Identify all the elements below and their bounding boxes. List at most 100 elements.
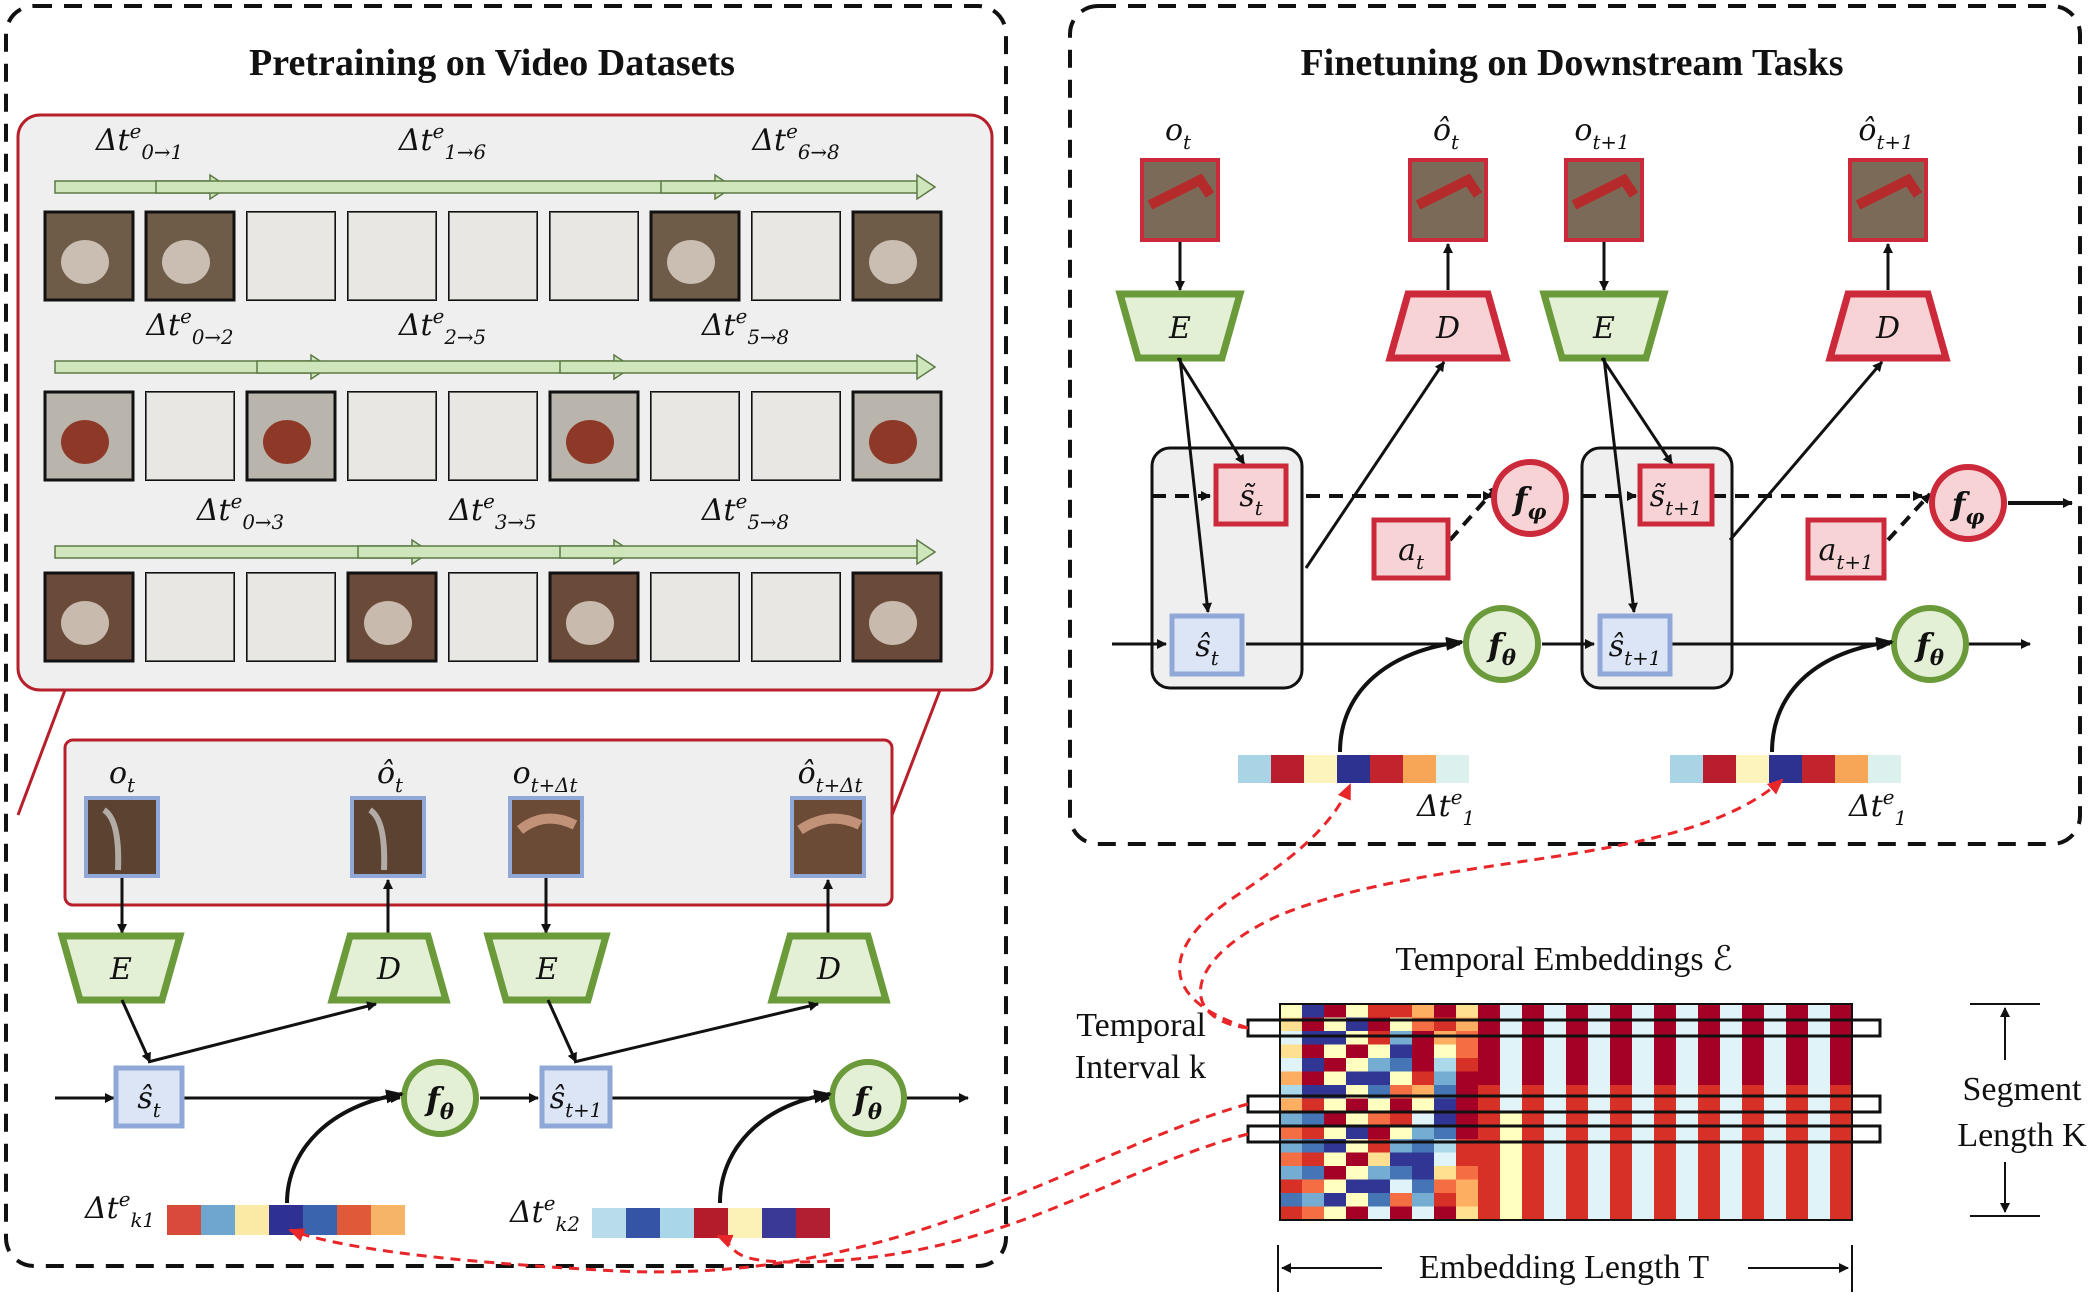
interval-label: Δte5→8 bbox=[701, 490, 789, 534]
svg-text:fθ: fθ bbox=[1486, 626, 1516, 670]
embedding-length-label: Embedding Length T bbox=[1419, 1249, 1709, 1286]
ft-hat-state-1: ŝt bbox=[1169, 613, 1245, 677]
pt-state-st: ŝt bbox=[113, 1065, 185, 1129]
embedding-cell bbox=[1271, 755, 1304, 783]
embedding-cell bbox=[235, 1205, 269, 1235]
ft-encoder-1: E bbox=[1115, 290, 1245, 362]
ft-interval-label-2: Δte1 bbox=[1848, 786, 1907, 830]
embedding-cell bbox=[1703, 755, 1736, 783]
pt-obs-label-ot-hat: ôt bbox=[377, 756, 403, 797]
embedding-cell bbox=[660, 1208, 694, 1238]
embedding-cell bbox=[1337, 755, 1370, 783]
temporal-interval-label-2: Interval k bbox=[1075, 1049, 1206, 1086]
segment-length-label-1: Segment bbox=[1963, 1071, 2083, 1108]
pt-encoder-1: E bbox=[57, 932, 185, 1004]
pt-interval-label-2: Δtek2 bbox=[509, 1192, 580, 1236]
embedding-cell bbox=[1238, 755, 1271, 783]
zoom-line-right bbox=[890, 689, 942, 816]
video-frame bbox=[751, 211, 841, 301]
svg-text:D: D bbox=[376, 952, 401, 987]
svg-text:E: E bbox=[1168, 311, 1191, 346]
svg-text:s̃t: s̃t bbox=[1239, 479, 1262, 520]
pretraining-title: Pretraining on Video Datasets bbox=[249, 42, 735, 84]
interval-label: Δte6→8 bbox=[751, 120, 839, 164]
embedding-cell bbox=[694, 1208, 728, 1238]
svg-text:ŝt: ŝt bbox=[1195, 629, 1218, 670]
embedding-cell bbox=[1370, 755, 1403, 783]
svg-text:D: D bbox=[816, 952, 841, 987]
embedding-cell bbox=[592, 1208, 626, 1238]
embedding-cell bbox=[1670, 755, 1703, 783]
ft-obs-frames bbox=[1140, 158, 1928, 242]
interval-label: Δte0→2 bbox=[145, 305, 233, 349]
embedding-cell bbox=[1304, 755, 1337, 783]
pt-frame-ot-dt bbox=[508, 796, 584, 878]
video-frame bbox=[751, 572, 841, 662]
video-frame bbox=[448, 391, 538, 481]
pt-encoder-2: E bbox=[483, 932, 611, 1004]
video-frame bbox=[145, 391, 235, 481]
interval-arrow bbox=[559, 538, 937, 566]
video-frame bbox=[751, 391, 841, 481]
embedding-cell bbox=[1403, 755, 1436, 783]
interval-label: Δte3→5 bbox=[448, 490, 536, 534]
embedding-cell bbox=[1835, 755, 1868, 783]
ft-policy-2: fφ bbox=[1929, 464, 2007, 542]
svg-text:D: D bbox=[1435, 311, 1460, 346]
embedding-cell bbox=[1868, 755, 1901, 783]
finetuning-title: Finetuning on Downstream Tasks bbox=[1300, 42, 1843, 84]
ft-decoder-1: D bbox=[1385, 290, 1511, 362]
interval-arrow bbox=[660, 173, 937, 201]
interval-label: Δte5→8 bbox=[701, 305, 789, 349]
svg-text:E: E bbox=[535, 952, 558, 987]
ft-interval-label-1: Δte1 bbox=[1416, 786, 1475, 830]
temporal-embedding-heatmap bbox=[1279, 1003, 1853, 1221]
embedding-cell bbox=[796, 1208, 830, 1238]
finetuning-panel bbox=[1068, 4, 2082, 846]
embedding-cell bbox=[1802, 755, 1835, 783]
embedding-cell bbox=[371, 1205, 405, 1235]
video-frame bbox=[145, 572, 235, 662]
video-frame bbox=[549, 211, 639, 301]
embedding-cell bbox=[762, 1208, 796, 1238]
pt-frame-ot bbox=[84, 796, 160, 878]
ft-obs-label-ot1: ot+1 bbox=[1574, 113, 1629, 154]
ft-obs-labels: ot ôt ot+1 ôt+1 bbox=[1165, 113, 1914, 154]
ft-obs-label-ot: ot bbox=[1165, 113, 1191, 154]
svg-text:at+1: at+1 bbox=[1819, 533, 1874, 574]
interval-label: Δte1→6 bbox=[398, 120, 486, 164]
svg-text:E: E bbox=[1592, 311, 1615, 346]
ft-embedding-bar-2 bbox=[1670, 755, 1901, 783]
pretrain-obs-frames bbox=[84, 796, 866, 878]
ft-encoder-2: E bbox=[1539, 290, 1669, 362]
ft-policy-1: fφ bbox=[1491, 459, 1569, 537]
red-dashed-connectors bbox=[288, 778, 1784, 1274]
embeddings-title: Temporal Embeddings ℰ bbox=[1395, 941, 1732, 978]
ft-tilde-state-2: s̃t+1 bbox=[1637, 463, 1715, 527]
svg-text:ŝt+1: ŝt+1 bbox=[1609, 629, 1662, 670]
embedding-cell bbox=[626, 1208, 660, 1238]
ft-decoder-2: D bbox=[1825, 290, 1951, 362]
pt-frame-ot-dt-hat bbox=[790, 796, 866, 878]
svg-text:D: D bbox=[1875, 311, 1900, 346]
interval-label: Δte0→1 bbox=[95, 120, 183, 164]
pt-state-st1: ŝt+1 bbox=[539, 1065, 613, 1129]
pt-decoder-2: D bbox=[767, 932, 891, 1004]
svg-text:fθ: fθ bbox=[1914, 626, 1944, 670]
video-frame bbox=[347, 391, 437, 481]
embedding-cell bbox=[167, 1205, 201, 1235]
embedding-cell bbox=[1769, 755, 1802, 783]
ft-obs-label-ot1-hat: ôt+1 bbox=[1858, 113, 1913, 154]
video-frame bbox=[650, 572, 740, 662]
embedding-cell bbox=[1736, 755, 1769, 783]
pt-decoder-1: D bbox=[327, 932, 451, 1004]
ft-tilde-state-1: s̃t bbox=[1213, 463, 1289, 527]
svg-text:ŝt: ŝt bbox=[137, 1081, 160, 1122]
svg-text:E: E bbox=[109, 952, 132, 987]
svg-text:fθ: fθ bbox=[852, 1080, 882, 1124]
video-frame bbox=[347, 211, 437, 301]
pt-dynamics-1: fθ bbox=[401, 1059, 479, 1137]
pretrain-obs-labels: ot ôt ot+Δt ôt+Δt bbox=[109, 756, 862, 797]
